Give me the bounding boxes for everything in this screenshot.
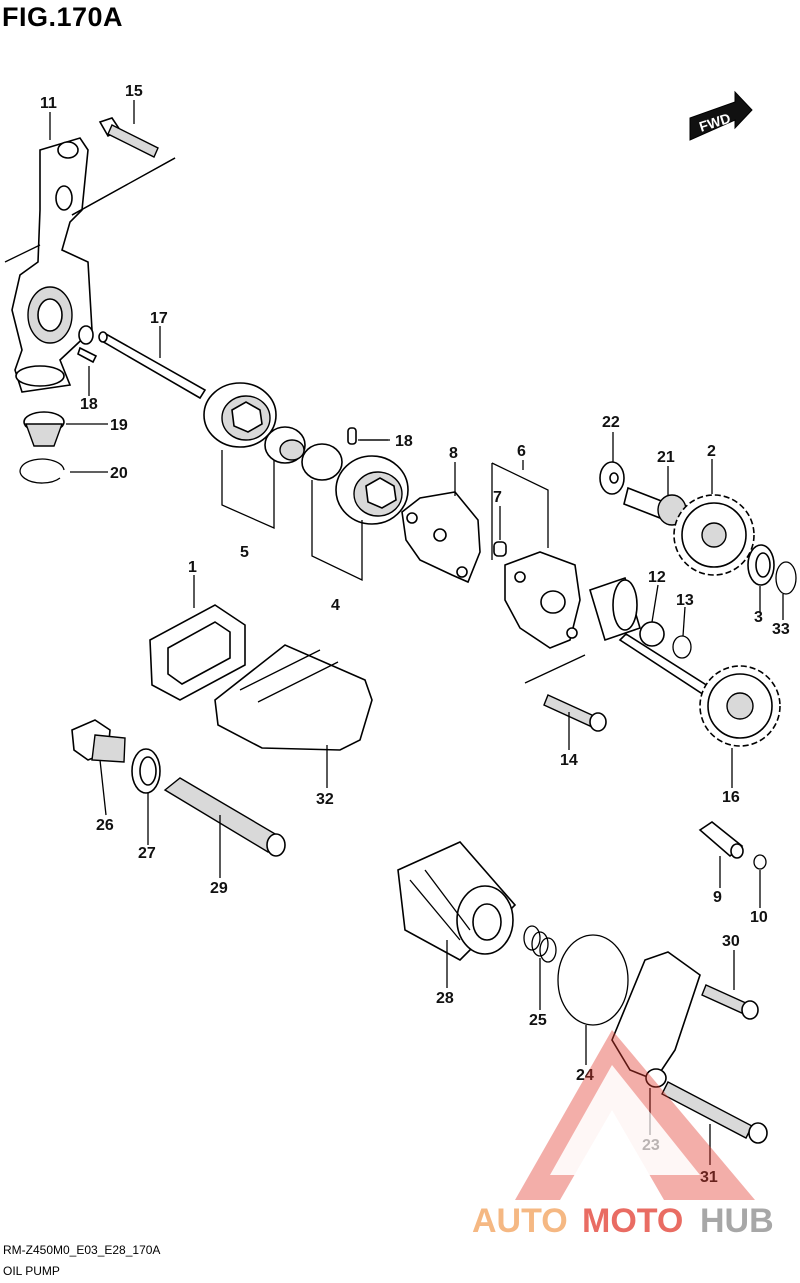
gasket-washer-part [131,748,161,794]
callout-22: 22 [602,414,620,431]
drain-plug-part [71,719,126,763]
callout-25: 25 [529,1012,547,1029]
callout-8: 8 [449,445,458,462]
o-ring-part [557,934,629,1026]
oil-pump-body-part [11,137,94,393]
circlip-part [775,561,797,595]
callout-30: 30 [722,933,740,950]
bolt-part [543,694,607,732]
special-bolt-part [623,486,687,526]
callout-33: 33 [772,621,790,638]
filter-cap-part [611,951,701,1088]
callout-17: 17 [150,310,168,327]
callout-2: 2 [707,443,716,460]
gasket-part [149,604,246,701]
callout-24: 24 [576,1067,594,1084]
leader-lines [49,100,784,1165]
washer-part [599,461,625,495]
callout-19: 19 [110,417,128,434]
o-ring-part [672,635,692,659]
bushing-part [639,621,665,647]
watermark-moto: MOTO [582,1202,683,1240]
callout-20: 20 [110,465,128,482]
oil-guard-part [214,644,373,751]
watermark-logo: AUTO MOTO HUB [472,1030,774,1240]
rotor-outer-part [203,382,277,448]
callout-10: 10 [750,909,768,926]
spring-part [523,925,557,963]
callout-32: 32 [316,791,334,808]
callout-27: 27 [138,845,156,862]
callout-26: 26 [96,817,114,834]
callout-12: 12 [648,569,666,586]
diagram-caption: OIL PUMP [3,1264,60,1278]
callout-11: 11 [40,95,57,112]
callout-13: 13 [676,592,694,609]
drive-gear-part [673,494,755,576]
callout-4: 4 [331,597,340,614]
pin-part [347,427,357,445]
callout-21: 21 [657,449,675,466]
callout-6: 6 [517,443,526,460]
long-bolt-part [661,1081,768,1144]
union-bolt-part [698,821,744,859]
bolt-part [98,117,159,158]
rotor-inner-part [264,426,306,464]
callout-1: 1 [188,559,197,576]
rotor-set-part [301,443,409,525]
pump-housing-part [504,551,581,649]
callout-7: 7 [493,489,502,506]
figure-title: FIG.170A [2,2,124,32]
callout-labels: 11 15 17 18 19 20 18 8 6 7 22 21 2 3 33 … [40,83,790,1186]
oil-screen-part [163,777,286,857]
callout-31: 31 [700,1169,718,1186]
callout-15: 15 [125,83,143,100]
callout-3: 3 [754,609,763,626]
driven-gear-part [618,632,781,747]
washer-part [747,544,775,586]
strainer-part [23,411,65,447]
pump-cover-part [401,491,481,584]
shaft-part [98,331,207,400]
bolt-part [701,984,759,1020]
watermark-auto: AUTO [472,1202,568,1240]
callout-9: 9 [713,889,722,906]
fwd-arrow-icon: FWD [689,90,753,141]
callout-29: 29 [210,880,228,897]
callout-5: 5 [240,544,249,561]
oil-filter-part [397,841,517,961]
callout-28: 28 [436,990,454,1007]
callout-18b: 18 [395,433,413,450]
circlip-part [19,458,65,484]
callout-18a: 18 [80,396,98,413]
callout-14: 14 [560,752,578,769]
diagram-code: RM-Z450M0_E03_E28_170A [3,1243,161,1257]
o-ring-part [753,854,767,870]
watermark-hub: HUB [700,1202,774,1240]
callout-16: 16 [722,789,740,806]
sleeve-part [589,576,641,642]
pin-part [77,346,98,364]
dowel-pin-part [493,541,507,557]
